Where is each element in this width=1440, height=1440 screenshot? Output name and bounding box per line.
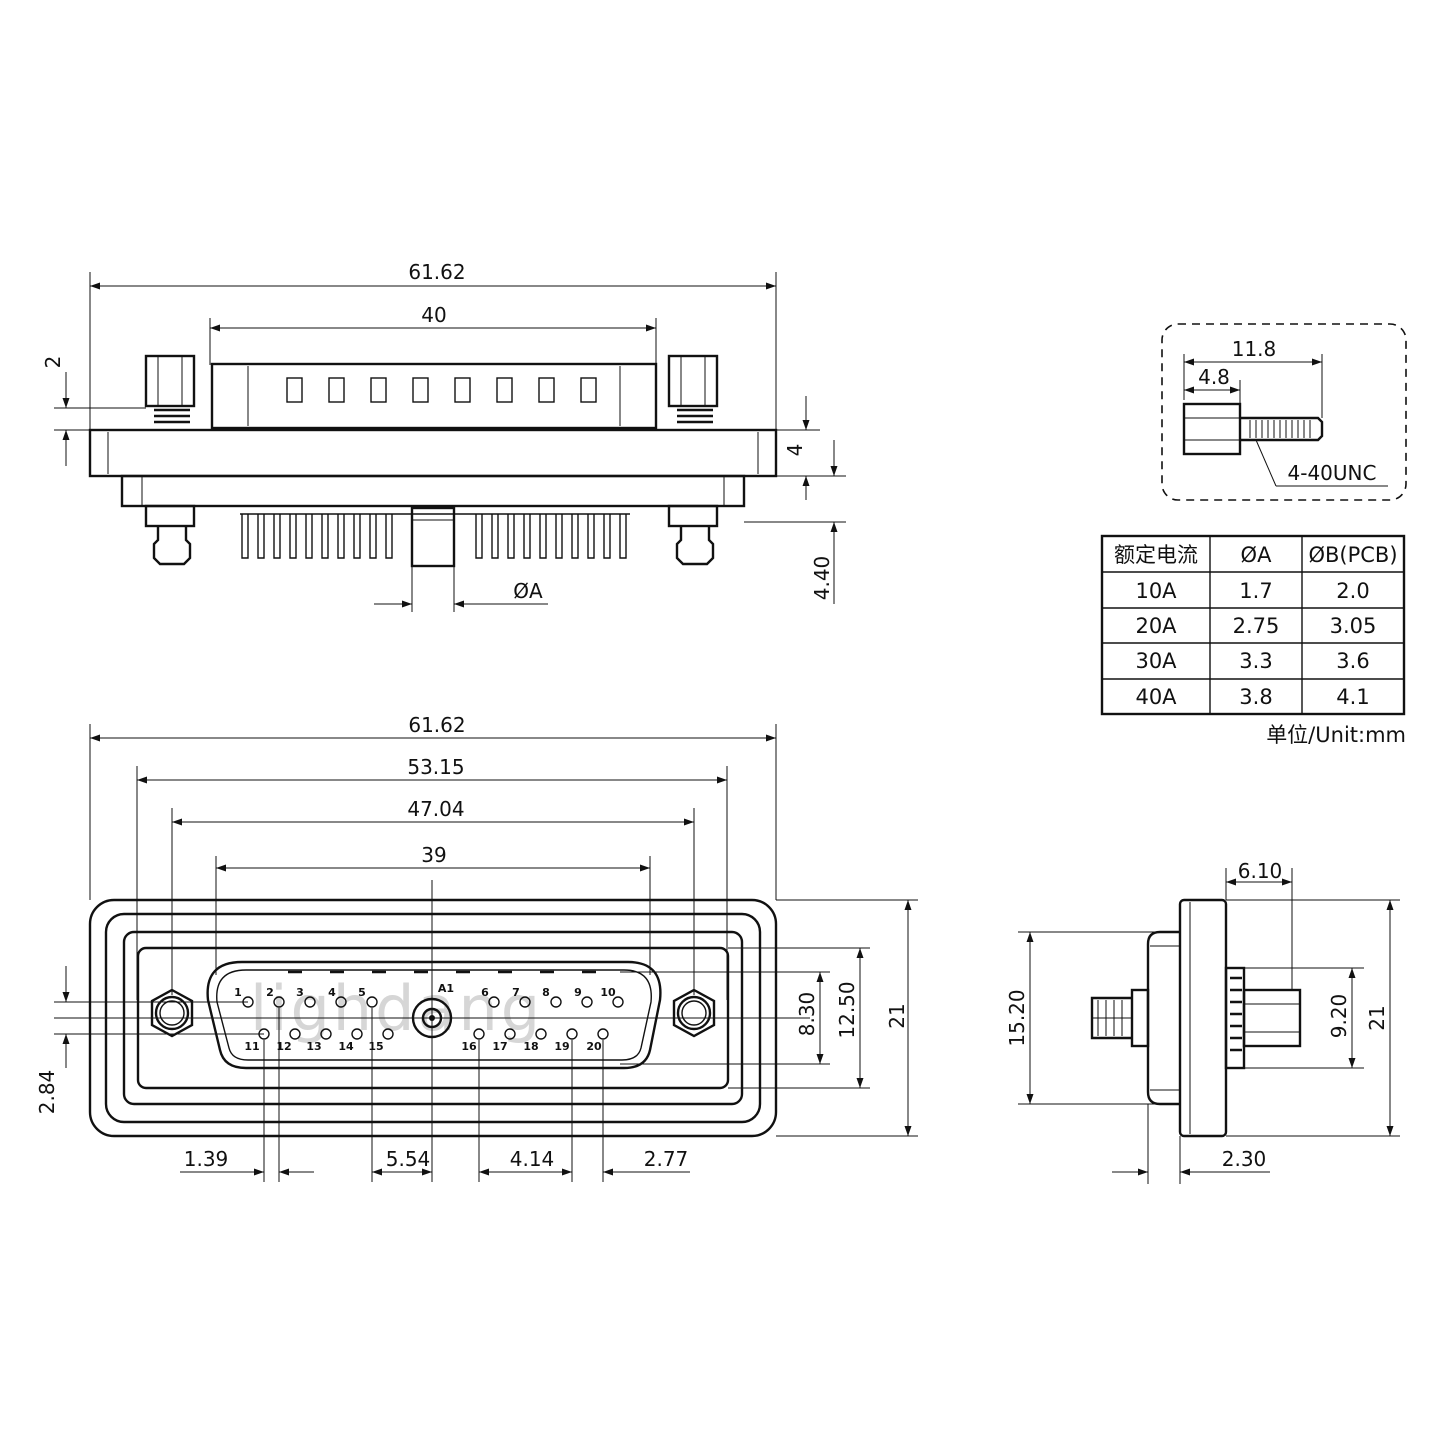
side-dim-overall-height: 21 <box>1365 1005 1389 1030</box>
front-dim-overall-width: 61.62 <box>408 713 465 737</box>
front-mount-hole-right <box>672 988 716 1038</box>
front-dim-power-pitch: 4.14 <box>510 1147 555 1171</box>
table-cell: 20A <box>1135 614 1177 638</box>
pin-label: 15 <box>368 1040 383 1053</box>
table-cell: 30A <box>1135 649 1177 673</box>
front-dim-d-height-inner: 8.30 <box>795 992 819 1037</box>
table-cell: 1.7 <box>1239 579 1272 603</box>
top-dim-shell-width: 40 <box>421 303 446 327</box>
table-cell: 2.75 <box>1233 614 1280 638</box>
pin-label: 10 <box>600 986 616 999</box>
top-standoff-right <box>667 354 719 424</box>
table-cell: 3.8 <box>1239 685 1272 709</box>
front-mount-hole-left <box>150 988 194 1038</box>
pin-label: 11 <box>244 1040 259 1053</box>
side-dim-body-height: 15.20 <box>1005 989 1029 1046</box>
side-view: 6.10 15.20 9.20 21 2.30 <box>1005 859 1400 1184</box>
pin-label: 19 <box>554 1040 569 1053</box>
unit-note: 单位/Unit:mm <box>1266 723 1406 747</box>
standoff-detail: 11.8 4.8 4-40UNC <box>1161 323 1407 501</box>
table-header-dia-a: ØA <box>1241 543 1273 567</box>
detail-dim-total-length: 11.8 <box>1232 337 1277 361</box>
contacts-row-1: 1 2 3 4 5 6 7 8 9 10 <box>234 986 624 1008</box>
front-dim-overall-height: 21 <box>885 1003 909 1028</box>
front-dim-d-height-outer: 12.50 <box>835 981 859 1038</box>
top-dim-standoff-gap: 2 <box>41 356 65 369</box>
top-dim-pin-projection: 4.40 <box>810 556 834 601</box>
front-dim-contact-span: 39 <box>421 843 446 867</box>
table-cell: 3.3 <box>1239 649 1272 673</box>
spec-table: 额定电流 ØA ØB(PCB) 10A 1.7 2.0 20A 2.75 3.0… <box>1100 534 1406 747</box>
pin-label: 5 <box>358 986 366 999</box>
table-cell: 10A <box>1135 579 1177 603</box>
pin-label: 7 <box>512 986 520 999</box>
top-pcb-pins <box>240 513 630 559</box>
pin-label: 12 <box>276 1040 291 1053</box>
front-dim-center-offset: 5.54 <box>386 1147 431 1171</box>
top-dim-diameter-a: ØA <box>513 579 543 603</box>
watermark-text: lighdang <box>250 972 543 1045</box>
top-standoff-left <box>144 354 196 424</box>
pin-label: 3 <box>296 986 304 999</box>
pin-label: 9 <box>574 986 582 999</box>
detail-dim-hex-length: 4.8 <box>1198 365 1230 389</box>
table-cell: 3.05 <box>1330 614 1377 638</box>
pin-label: 2 <box>266 986 274 999</box>
contacts-row-2: 11 12 13 14 15 16 17 18 19 20 <box>244 1028 609 1053</box>
pin-label: 1 <box>234 986 242 999</box>
table-cell: 3.6 <box>1336 649 1369 673</box>
front-dim-signal-pitch: 2.77 <box>644 1147 689 1171</box>
top-dim-overall-width: 61.62 <box>408 260 465 284</box>
front-dim-shell-width: 47.04 <box>407 797 464 821</box>
side-dim-top-width: 6.10 <box>1238 859 1283 883</box>
pin-label: 14 <box>338 1040 354 1053</box>
pin-label: 18 <box>523 1040 538 1053</box>
table-cell: 40A <box>1135 685 1177 709</box>
front-dim-row-offset: 2.84 <box>35 1070 59 1115</box>
pin-label: 6 <box>481 986 489 999</box>
pin-label: 13 <box>306 1040 321 1053</box>
pin-label: 4 <box>328 986 336 999</box>
front-dim-mount-pitch: 53.15 <box>407 755 464 779</box>
table-header-current: 额定电流 <box>1114 543 1198 567</box>
pin-label: 8 <box>542 986 550 999</box>
table-cell: 2.0 <box>1336 579 1369 603</box>
side-dim-flange-offset: 2.30 <box>1222 1147 1267 1171</box>
top-view: 61.62 40 <box>41 260 846 612</box>
front-dim-pitch-small: 1.39 <box>184 1147 229 1171</box>
top-dim-flange-thickness: 4 <box>783 444 807 457</box>
pin-label: 20 <box>586 1040 602 1053</box>
contact-label-a1: A1 <box>438 982 454 995</box>
pin-label: 17 <box>492 1040 507 1053</box>
top-contact-windows <box>286 377 597 403</box>
front-view: lighdang 61.62 53.15 47.04 39 <box>35 713 918 1182</box>
pin-label: 16 <box>461 1040 477 1053</box>
table-header-dia-b: ØB(PCB) <box>1308 543 1397 567</box>
detail-thread-label: 4-40UNC <box>1288 461 1377 485</box>
side-dim-standoff-height: 9.20 <box>1327 994 1351 1039</box>
table-cell: 4.1 <box>1336 685 1369 709</box>
